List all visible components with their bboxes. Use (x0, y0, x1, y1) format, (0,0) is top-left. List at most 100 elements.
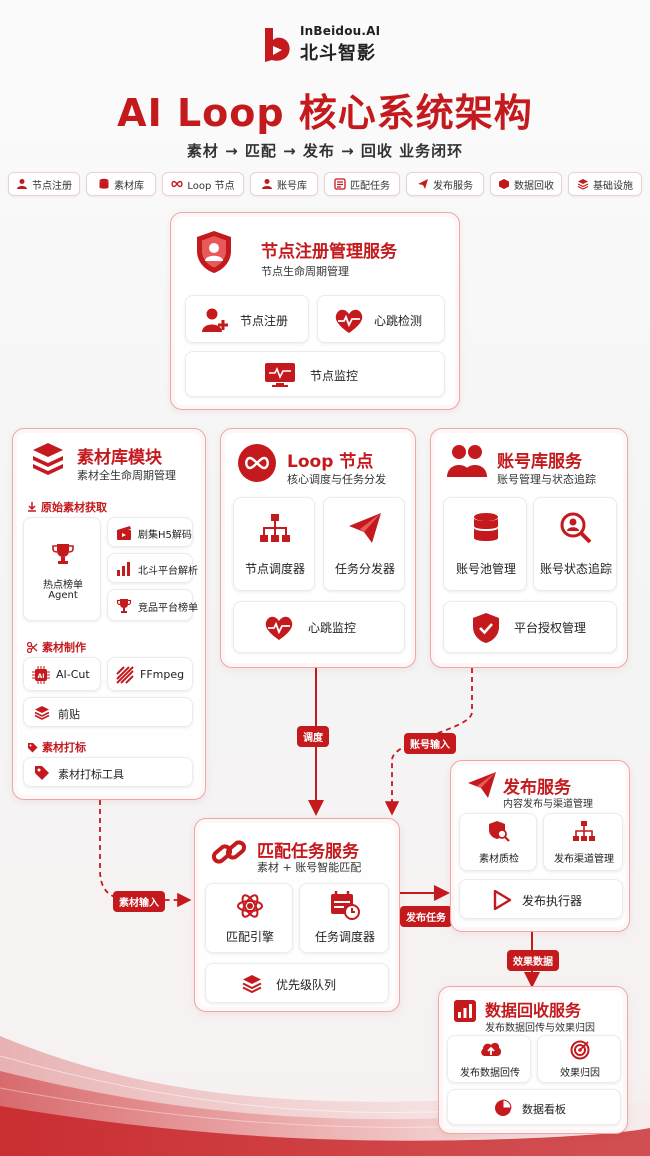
paper-plane-icon (349, 513, 381, 543)
cloud-upload-icon (481, 1042, 502, 1056)
hierarchy-icon (573, 821, 595, 841)
task-dispatcher-label: 任务分发器 (334, 562, 395, 576)
tag-match-task[interactable]: 匹配任务 (324, 172, 400, 196)
material-qc-item[interactable]: 素材质检 (459, 813, 537, 871)
match-task-subtitle: 素材 + 账号智能匹配 (257, 861, 362, 874)
match-task-card[interactable]: 匹配任务服务 素材 + 账号智能匹配 匹配引擎 任务调度器 优先级队列 (194, 818, 400, 1012)
layers-icon (242, 975, 262, 994)
tag-account[interactable]: 账号库 (250, 172, 318, 196)
tag-publish[interactable]: 发布服务 (406, 172, 484, 196)
account-pool-item[interactable]: 账号池管理 (443, 497, 527, 591)
make-section-label: 素材制作 (42, 641, 86, 654)
beidou-parse-item[interactable]: 北斗平台解析 (107, 553, 198, 583)
task-dispatcher-item[interactable]: 任务分发器 (323, 497, 405, 591)
node-monitor-item[interactable]: 节点监控 (185, 351, 445, 397)
publish-channel-item[interactable]: 发布渠道管理 (543, 813, 623, 871)
tag-label: 基础设施 (593, 180, 633, 192)
node-scheduler-item[interactable]: 节点调度器 (233, 497, 315, 591)
ffmpeg-item[interactable]: FFmpeg (107, 657, 193, 691)
acquire-section-head: 原始素材获取 (27, 499, 107, 515)
tagging-tool-item[interactable]: 素材打标工具 (23, 757, 193, 787)
account-library-title: 账号库服务 (497, 452, 582, 472)
drama-h5-decode-item[interactable]: 剧集H5解码 (107, 517, 193, 547)
ai-chip-icon: AI (32, 666, 50, 684)
bar-chart-icon (117, 562, 130, 576)
tag-node-register[interactable]: 节点注册 (8, 172, 80, 196)
heartbeat-monitor-item[interactable]: 心跳监控 (233, 601, 405, 653)
tag-data-recovery[interactable]: 数据回收 (490, 172, 562, 196)
infinity-icon (171, 180, 183, 188)
heartbeat-check-item[interactable]: 心跳检测 (317, 295, 445, 343)
competitor-list-label: 竞品平台榜单 (138, 603, 198, 614)
calendar-clock-icon (331, 891, 360, 920)
play-icon (493, 890, 512, 910)
tagging-tool-label: 素材打标工具 (58, 768, 124, 781)
agent-label: Agent (48, 590, 78, 601)
priority-queue-label: 优先级队列 (276, 978, 337, 992)
data-recovery-subtitle: 发布数据回传与效果归因 (485, 1023, 595, 1034)
download-icon (28, 502, 36, 512)
heartbeat-check-label: 心跳检测 (374, 314, 423, 328)
node-service-title: 节点注册管理服务 (261, 242, 397, 262)
account-status-label: 账号状态追踪 (539, 562, 612, 576)
add-user-icon (202, 308, 228, 332)
trophy-icon (116, 599, 132, 613)
layers-icon (34, 706, 50, 720)
flow-label-material-input: 素材输入 (113, 891, 165, 912)
node-register-item[interactable]: 节点注册 (185, 295, 309, 343)
tag-material[interactable]: 素材库 (86, 172, 156, 196)
task-list-icon (334, 178, 346, 190)
tag-label: 发布服务 (433, 180, 473, 192)
acquire-section-label: 原始素材获取 (41, 501, 107, 514)
ffmpeg-icon (116, 666, 134, 684)
flow-label-dispatch: 调度 (297, 726, 329, 747)
node-service-card[interactable]: 节点注册管理服务 节点生命周期管理 节点注册 心跳检测 节点监控 (170, 212, 460, 410)
match-task-title: 匹配任务服务 (257, 842, 359, 862)
account-status-item[interactable]: 账号状态追踪 (533, 497, 617, 591)
hot-list-agent-item[interactable]: 热点榜单 Agent (23, 517, 101, 621)
tag-label: 数据回收 (514, 180, 554, 192)
task-scheduler-label: 任务调度器 (314, 930, 375, 944)
monitor-icon (265, 363, 295, 387)
loop-node-card[interactable]: Loop 节点 核心调度与任务分发 节点调度器 任务分发器 心跳监控 (220, 428, 416, 668)
target-icon (570, 1040, 590, 1060)
chain-link-icon (211, 840, 247, 864)
data-recovery-card[interactable]: 数据回收服务 发布数据回传与效果归因 发布数据回传 效果归因 数据看板 (438, 986, 628, 1134)
make-section-head: 素材制作 (27, 639, 86, 655)
tag-label: 匹配任务 (350, 180, 390, 192)
tag-label: 节点注册 (32, 180, 72, 192)
chart-icon (454, 1000, 476, 1022)
brand-name-en: InBeidou.AI (300, 24, 381, 38)
account-library-card[interactable]: 账号库服务 账号管理与状态追踪 账号池管理 账号状态追踪 平台授权管理 (430, 428, 628, 668)
tag-icon (28, 742, 38, 752)
priority-queue-item[interactable]: 优先级队列 (205, 963, 389, 1003)
publish-executor-item[interactable]: 发布执行器 (459, 879, 623, 919)
task-scheduler-item[interactable]: 任务调度器 (299, 883, 389, 953)
material-qc-label: 素材质检 (479, 854, 519, 865)
publish-service-card[interactable]: 发布服务 内容发布与渠道管理 素材质检 发布渠道管理 发布执行器 (450, 760, 630, 932)
data-dashboard-item[interactable]: 数据看板 (447, 1089, 621, 1125)
paper-plane-icon (418, 179, 428, 189)
beidou-parse-label: 北斗平台解析 (138, 566, 198, 577)
shield-search-icon (489, 821, 510, 842)
match-engine-item[interactable]: 匹配引擎 (205, 883, 293, 953)
loop-infinity-icon (238, 444, 276, 482)
loop-node-title: Loop 节点 (287, 452, 374, 472)
tag-infrastructure[interactable]: 基础设施 (568, 172, 642, 196)
svg-text:AI: AI (38, 673, 45, 680)
publish-executor-label: 发布执行器 (522, 894, 583, 908)
loop-node-subtitle: 核心调度与任务分发 (287, 473, 386, 486)
ffmpeg-label: FFmpeg (140, 668, 185, 681)
pre-roll-item[interactable]: 前贴 (23, 697, 193, 727)
material-library-subtitle: 素材全生命周期管理 (77, 469, 176, 482)
brand-logo: InBeidou.AI 北斗智影 (262, 24, 380, 65)
ai-cut-item[interactable]: AI AI-Cut (23, 657, 101, 691)
publish-data-return-item[interactable]: 发布数据回传 (447, 1035, 531, 1083)
material-library-card[interactable]: 素材库模块 素材全生命周期管理 原始素材获取 热点榜单 Agent 剧集H5解码… (12, 428, 206, 800)
tag-loop-node[interactable]: Loop 节点 (162, 172, 244, 196)
effect-attribution-item[interactable]: 效果归因 (537, 1035, 621, 1083)
platform-auth-item[interactable]: 平台授权管理 (443, 601, 617, 653)
heartbeat-monitor-label: 心跳监控 (308, 621, 357, 635)
competitor-list-item[interactable]: 竞品平台榜单 (107, 589, 198, 621)
shield-check-icon (473, 613, 499, 643)
